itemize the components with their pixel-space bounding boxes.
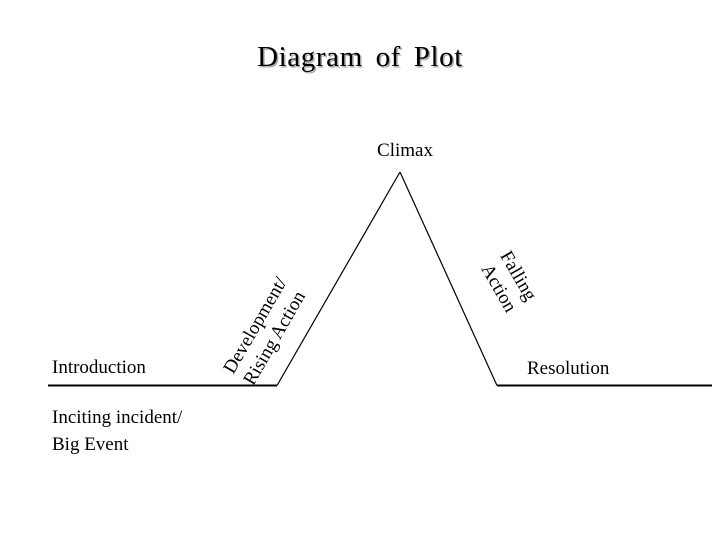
- label-inciting-line-2: Big Event: [52, 434, 129, 455]
- label-climax: Climax: [377, 140, 433, 161]
- rising-action-line: [276, 171, 401, 386]
- label-inciting-line-1: Inciting incident/: [52, 407, 183, 428]
- falling-action-line: [399, 171, 498, 386]
- page-title: Diagram of Plot: [257, 41, 463, 73]
- label-inciting-incident: Inciting incident/ Big Event: [52, 404, 282, 458]
- label-introduction: Introduction: [52, 357, 146, 378]
- label-resolution: Resolution: [527, 358, 610, 379]
